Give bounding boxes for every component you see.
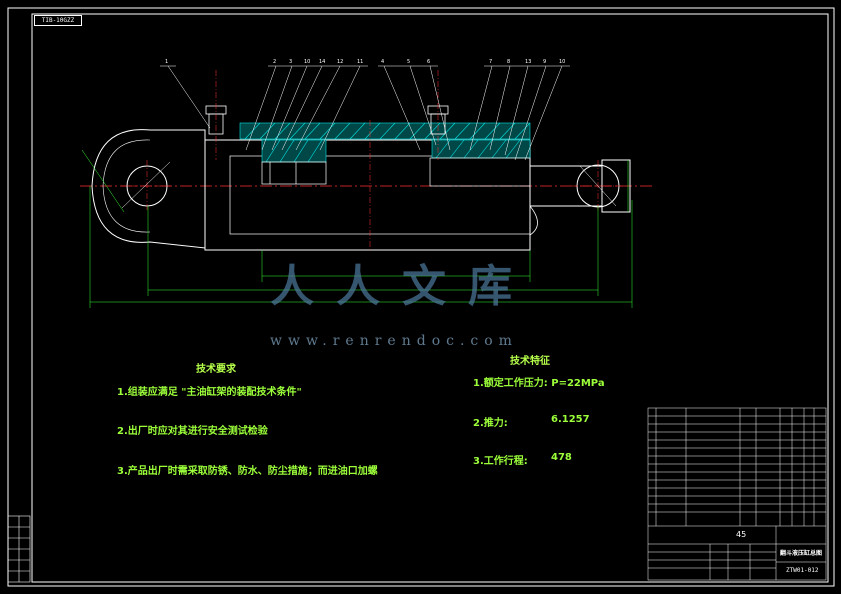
part-number-9: 5: [407, 59, 411, 65]
side-strip: [7, 515, 31, 583]
part-number-15: 10: [559, 59, 566, 65]
part-number-4: 10: [304, 59, 311, 65]
part-number-13: 13: [525, 59, 532, 65]
part-number-12: 8: [507, 59, 511, 65]
title-block-drawing-name: 翻斗液压缸总图: [780, 550, 823, 557]
part-number-11: 7: [489, 59, 493, 65]
part-number-3: 3: [289, 59, 293, 65]
tech-specs-title: 技术特征: [510, 356, 550, 367]
parts-list-rows: [648, 408, 826, 527]
front-gland: [431, 139, 531, 159]
part-number-14: 9: [543, 59, 547, 65]
dimension-lines: [81, 149, 633, 308]
spec-stroke-label: 3.工作行程:: [473, 456, 528, 467]
tech-requirement-3: 3.产品出厂时需采取防锈、防水、防尘措施；而进油口加螺: [117, 466, 378, 477]
inner-frame: [31, 13, 829, 583]
part-number-7: 11: [357, 59, 364, 65]
sheet-tag: TIB-10GZZ: [34, 15, 82, 26]
section-hatch-top: [239, 122, 531, 140]
piston: [261, 139, 327, 163]
tech-requirement-1: 1.组装应满足 "主油缸架的装配技术条件": [117, 387, 302, 398]
part-number-2: 2: [273, 59, 277, 65]
spec-pressure: 1.额定工作压力: P=22MPa: [473, 378, 605, 389]
part-number-1: 1: [165, 59, 169, 65]
spec-stroke-value: 478: [551, 452, 572, 463]
tech-requirement-2: 2.出厂时应对其进行安全测试检验: [117, 426, 268, 437]
part-number-6: 12: [337, 59, 344, 65]
rear-clevis: [91, 129, 206, 249]
title-block-drawing-no: ZTW01-012: [786, 567, 819, 574]
part-leaders: [160, 65, 570, 161]
rod-eye: [601, 159, 631, 213]
outer-frame: [7, 7, 835, 587]
title-block-material: 45: [736, 530, 747, 539]
spec-thrust-value: 6.1257: [551, 414, 590, 425]
title-block: [647, 407, 827, 581]
part-number-8: 4: [381, 59, 385, 65]
watermark-url: www.renrendoc.com: [270, 333, 518, 349]
part-number-5: 14: [319, 59, 326, 65]
tech-requirements-title: 技术要求: [196, 364, 236, 375]
watermark-brand: 人人文库: [270, 261, 534, 312]
part-number-10: 6: [427, 59, 431, 65]
cylinder-assembly: [80, 70, 655, 252]
spec-thrust-label: 2.推力:: [473, 418, 508, 429]
